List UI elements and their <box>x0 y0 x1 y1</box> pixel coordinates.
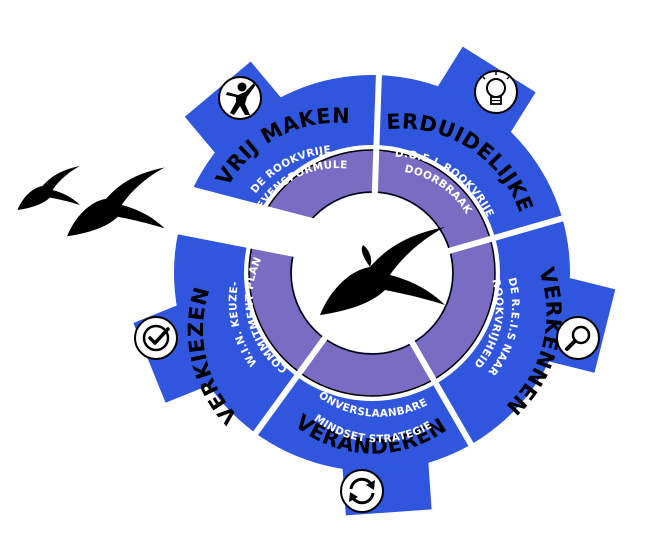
ring-divider <box>295 334 329 377</box>
purple-ring-outline-outer <box>248 149 496 397</box>
purple-ring <box>249 150 495 396</box>
checkmark-icon <box>134 316 178 360</box>
refresh-icon <box>340 469 384 513</box>
flying-swallow-icon-small <box>17 166 80 210</box>
magnifier-icon <box>556 316 600 360</box>
ring-divider <box>371 146 380 196</box>
ring-divider <box>408 339 438 384</box>
person-icon <box>218 76 262 120</box>
flying-swallow-icon-large <box>67 167 165 237</box>
ring-divider <box>446 235 494 255</box>
lightbulb-icon <box>474 70 518 114</box>
flight-beam <box>130 173 328 262</box>
ring-gap <box>244 145 500 401</box>
center-swallow-icon <box>320 227 445 315</box>
